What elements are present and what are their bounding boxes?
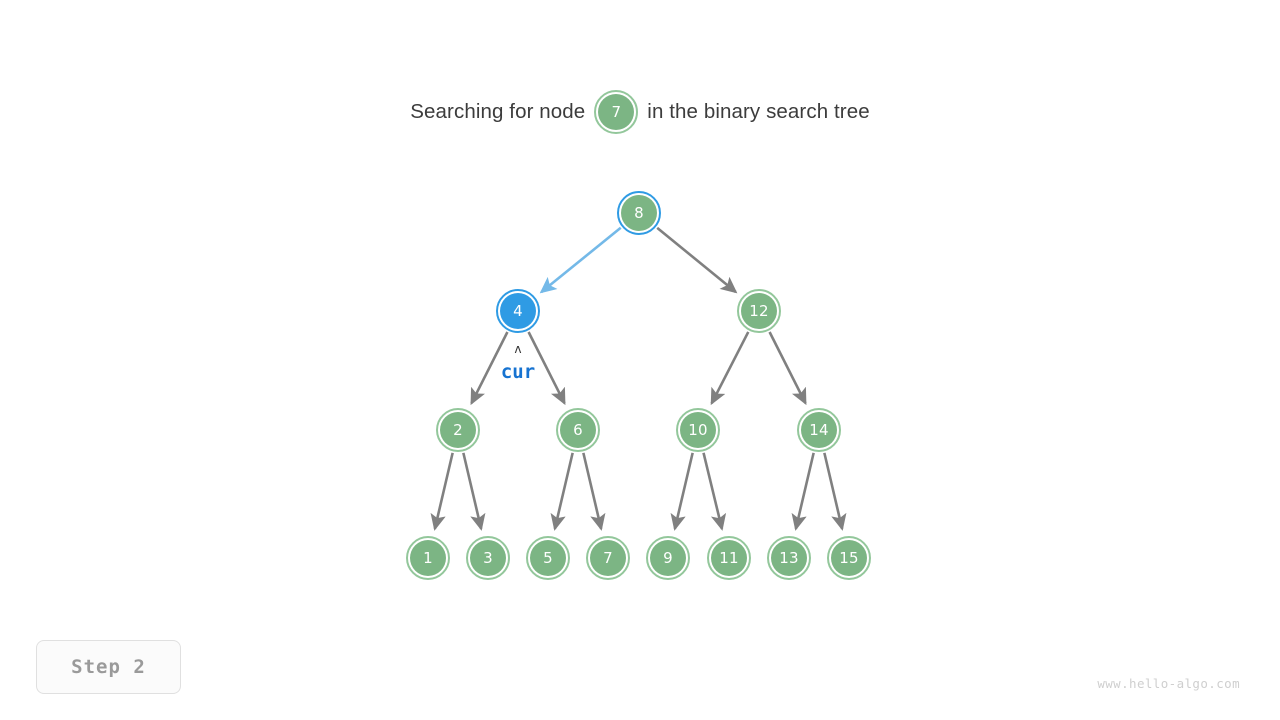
tree-node-4[interactable]: 4 <box>496 289 540 333</box>
tree-node-value: 10 <box>688 420 708 439</box>
tree-node-ring <box>526 536 570 580</box>
tree-node-disc: 6 <box>560 412 596 448</box>
tree-node-disc: 7 <box>590 540 626 576</box>
step-indicator: Step 2 <box>36 640 181 694</box>
tree-node-disc: 8 <box>621 195 657 231</box>
tree-node-1[interactable]: 1 <box>406 536 450 580</box>
tree-node-disc: 10 <box>680 412 716 448</box>
tree-node-ring <box>436 408 480 452</box>
tree-node-ring <box>646 536 690 580</box>
watermark: www.hello-algo.com <box>1097 676 1240 691</box>
tree-node-disc: 14 <box>801 412 837 448</box>
tree-node-disc: 11 <box>711 540 747 576</box>
tree-node-value: 4 <box>513 301 523 320</box>
tree-edge <box>768 331 807 406</box>
tree-node-10[interactable]: 10 <box>676 408 720 452</box>
tree-edge <box>670 452 694 531</box>
tree-node-disc: 1 <box>410 540 446 576</box>
tree-node-ring <box>617 191 661 235</box>
tree-edge <box>823 452 847 531</box>
page-title: Searching for node 7 in the binary searc… <box>0 90 1280 134</box>
tree-node-value: 15 <box>839 548 859 567</box>
tree-node-ring <box>496 289 540 333</box>
tree-node-disc: 3 <box>470 540 506 576</box>
tree-node-value: 8 <box>634 203 644 222</box>
tree-node-value: 6 <box>573 420 583 439</box>
tree-node-8[interactable]: 8 <box>617 191 661 235</box>
tree-edge <box>702 452 727 531</box>
tree-node-value: 13 <box>779 548 799 567</box>
title-prefix: Searching for node <box>410 100 586 123</box>
tree-edge <box>582 452 606 531</box>
tree-edge <box>791 452 815 531</box>
tree-node-value: 14 <box>809 420 829 439</box>
tree-node-13[interactable]: 13 <box>767 536 811 580</box>
target-node-badge: 7 <box>594 90 639 134</box>
tree-node-value: 9 <box>663 548 673 567</box>
tree-node-disc: 9 <box>650 540 686 576</box>
tree-node-disc: 15 <box>831 540 867 576</box>
tree-node-15[interactable]: 15 <box>827 536 871 580</box>
tree-edge <box>527 331 566 406</box>
tree-edge <box>470 331 509 406</box>
tree-node-value: 1 <box>423 548 433 567</box>
cur-pointer: ʌ cur <box>473 342 563 383</box>
tree-node-ring <box>707 536 751 580</box>
tree-edge <box>656 226 738 294</box>
tree-node-value: 12 <box>749 301 769 320</box>
tree-node-ring <box>556 408 600 452</box>
tree-node-12[interactable]: 12 <box>737 289 781 333</box>
tree-edge <box>462 452 486 531</box>
tree-node-ring <box>737 289 781 333</box>
tree-node-value: 7 <box>603 548 613 567</box>
tree-node-disc: 5 <box>530 540 566 576</box>
tree-edge <box>539 226 622 294</box>
tree-node-ring <box>827 536 871 580</box>
tree-node-14[interactable]: 14 <box>797 408 841 452</box>
tree-node-value: 2 <box>453 420 463 439</box>
tree-node-value: 5 <box>543 548 553 567</box>
tree-node-ring <box>466 536 510 580</box>
tree-node-3[interactable]: 3 <box>466 536 510 580</box>
tree-node-ring <box>676 408 720 452</box>
tree-edge <box>430 452 454 531</box>
target-node-value: 7 <box>611 102 622 121</box>
tree-node-ring <box>586 536 630 580</box>
tree-node-11[interactable]: 11 <box>707 536 751 580</box>
tree-node-ring <box>797 408 841 452</box>
target-node-ring <box>594 90 639 134</box>
tree-node-2[interactable]: 2 <box>436 408 480 452</box>
tree-edge <box>710 331 750 406</box>
tree-node-6[interactable]: 6 <box>556 408 600 452</box>
tree-node-7[interactable]: 7 <box>586 536 630 580</box>
target-node-disc: 7 <box>598 94 635 130</box>
tree-node-9[interactable]: 9 <box>646 536 690 580</box>
tree-node-disc: 2 <box>440 412 476 448</box>
title-suffix: in the binary search tree <box>647 100 870 123</box>
cur-caret-icon: ʌ <box>514 342 522 356</box>
step-label: Step 2 <box>71 656 146 678</box>
tree-node-disc: 4 <box>500 293 536 329</box>
tree-node-ring <box>767 536 811 580</box>
cur-pointer-label: cur <box>500 361 536 383</box>
tree-edge <box>550 452 574 531</box>
tree-node-disc: 13 <box>771 540 807 576</box>
tree-node-5[interactable]: 5 <box>526 536 570 580</box>
tree-node-value: 11 <box>719 548 739 567</box>
tree-node-ring <box>406 536 450 580</box>
tree-node-value: 3 <box>483 548 493 567</box>
tree-node-disc: 12 <box>741 293 777 329</box>
